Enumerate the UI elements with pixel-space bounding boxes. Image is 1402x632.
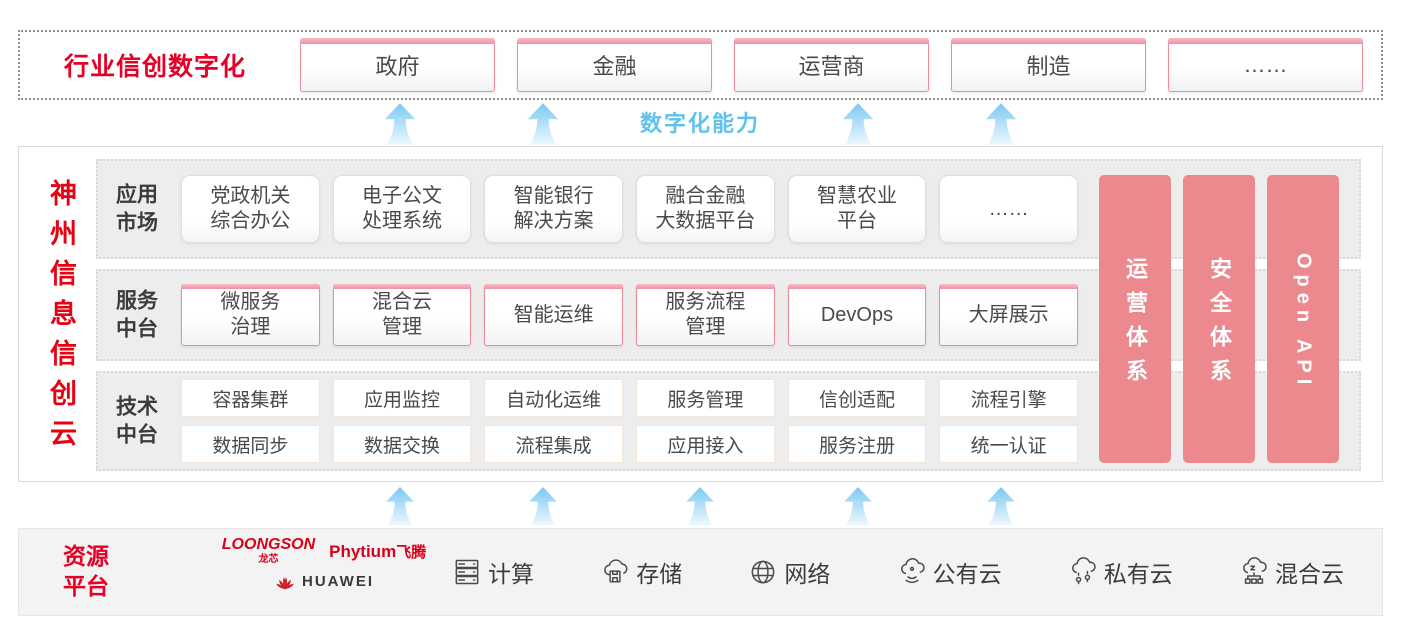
resource-item-label: 计算 (488, 561, 534, 587)
resource-item-hybrid-cloud: 混合云 (1238, 555, 1344, 589)
industry-box-government: 政府 (300, 38, 495, 92)
tech-box: 数据交换 (332, 425, 472, 463)
side-bar-security-label: 安全体系 (1207, 257, 1232, 393)
loongson-logo: LOONGSON 龙芯 (222, 537, 315, 565)
industry-box-manufacturing: 制造 (951, 38, 1146, 92)
tech-box: 自动化运维 (484, 379, 623, 417)
tech-box: 数据同步 (181, 425, 320, 463)
storage-icon (604, 559, 628, 583)
tech-platform-row: 技术 中台 容器集群 应用监控 自动化运维 服务管理 信创适配 流程引擎 数据同… (96, 371, 1361, 471)
private-cloud-icon (1071, 557, 1096, 586)
tech-box: 流程引擎 (939, 379, 1078, 417)
tech-box: 应用监控 (332, 379, 472, 417)
tech-items: 容器集群 应用监控 自动化运维 服务管理 信创适配 流程引擎 数据同步 数据交换… (181, 379, 1078, 463)
app-box: 智能银行 解决方案 (484, 175, 623, 243)
network-icon (751, 560, 775, 584)
phytium-logo-text: Phytium (329, 541, 397, 561)
service-platform-row: 服务 中台 微服务 治理 混合云 管理 智能运维 服务流程 管理 DevOps … (96, 269, 1361, 361)
tech-box: 信创适配 (787, 379, 927, 417)
side-bar-open-api: Open API (1267, 175, 1339, 463)
resource-panel: 资源 平台 LOONGSON 龙芯 Phytium飞腾 (18, 528, 1383, 616)
app-box-more: …… (939, 175, 1078, 243)
service-box: 智能运维 (484, 284, 623, 346)
industry-banner-title: 行业信创数字化 (64, 53, 247, 81)
up-arrow-icon (842, 103, 874, 145)
up-arrow-icon (384, 103, 416, 145)
resource-title: 资源 平台 (63, 543, 109, 599)
side-bar-security: 安全体系 (1183, 175, 1255, 463)
service-box: 服务流程 管理 (636, 284, 775, 346)
resource-item-private-cloud: 私有云 (1067, 555, 1173, 589)
up-arrow-icon (985, 103, 1017, 145)
loongson-logo-cn: 龙芯 (258, 554, 279, 565)
side-bar-open-api-label: Open API (1292, 253, 1315, 391)
up-arrow-icon (527, 103, 559, 145)
resource-item-compute: 计算 (451, 555, 534, 589)
service-box: 大屏展示 (939, 284, 1078, 346)
phytium-logo-cn: 飞腾 (396, 543, 427, 561)
platform-panel: 神州信息信创云 应用 市场 党政机关 综合办公 电子公文 处理系统 智能银行 解… (18, 146, 1383, 482)
up-arrow-icon (987, 487, 1015, 525)
huawei-logo-text: HUAWEI (302, 572, 374, 590)
resource-item-label: 私有云 (1103, 561, 1173, 587)
huawei-flower-icon (276, 577, 294, 590)
tech-box: 应用接入 (636, 425, 775, 463)
service-items: 微服务 治理 混合云 管理 智能运维 服务流程 管理 DevOps 大屏展示 (181, 284, 1078, 346)
app-box: 党政机关 综合办公 (181, 175, 320, 243)
resource-item-storage: 存储 (599, 555, 682, 589)
resource-item-public-cloud: 公有云 (896, 555, 1002, 589)
app-box: 智慧农业 平台 (787, 175, 927, 243)
up-arrow-icon (844, 487, 872, 525)
resource-item-label: 混合云 (1274, 561, 1344, 587)
tech-box: 服务注册 (787, 425, 927, 463)
row-label-app-market: 应用 市场 (116, 183, 158, 234)
tech-box: 容器集群 (181, 379, 320, 417)
service-box: DevOps (787, 284, 927, 346)
industry-box-operator: 运营商 (734, 38, 929, 92)
resource-item-label: 存储 (636, 561, 683, 587)
service-box: 微服务 治理 (181, 284, 320, 346)
capability-label: 数字化能力 (639, 111, 761, 136)
app-box: 电子公文 处理系统 (332, 175, 472, 243)
up-arrow-icon (386, 487, 414, 525)
phytium-logo: Phytium飞腾 (329, 541, 426, 562)
app-box: 融合金融 大数据平台 (636, 175, 775, 243)
industry-strip: 政府 金融 运营商 制造 …… (300, 38, 1363, 92)
service-box: 混合云 管理 (332, 284, 472, 346)
hybrid-cloud-icon (1242, 557, 1267, 584)
loongson-logo-text: LOONGSON (221, 536, 316, 553)
row-label-tech: 技术 中台 (116, 395, 158, 446)
resource-item-label: 网络 (784, 561, 831, 587)
industry-banner: 行业信创数字化 政府 金融 运营商 制造 …… (18, 30, 1383, 100)
up-arrow-icon (686, 487, 714, 525)
tech-box: 服务管理 (636, 379, 775, 417)
tech-box: 统一认证 (939, 425, 1078, 463)
compute-icon (455, 559, 479, 585)
brand-vertical-title: 神州信息信创云 (46, 179, 76, 459)
side-bar-operations: 运营体系 (1099, 175, 1171, 463)
app-market-items: 党政机关 综合办公 电子公文 处理系统 智能银行 解决方案 融合金融 大数据平台… (181, 175, 1078, 243)
huawei-logo: HUAWEI (274, 570, 374, 592)
app-market-row: 应用 市场 党政机关 综合办公 电子公文 处理系统 智能银行 解决方案 融合金融… (96, 159, 1361, 259)
row-label-service: 服务 中台 (116, 289, 158, 340)
side-bar-operations-label: 运营体系 (1123, 257, 1148, 393)
up-arrow-icon (529, 487, 557, 525)
resource-item-label: 公有云 (932, 561, 1002, 587)
vendor-logos: LOONGSON 龙芯 Phytium飞腾 (199, 537, 449, 592)
industry-box-finance: 金融 (517, 38, 712, 92)
public-cloud-icon (900, 558, 925, 584)
resource-items: 计算 存储 网络 (451, 555, 1344, 589)
resource-item-network: 网络 (747, 555, 830, 589)
tech-box: 流程集成 (484, 425, 623, 463)
industry-box-more: …… (1168, 38, 1363, 92)
